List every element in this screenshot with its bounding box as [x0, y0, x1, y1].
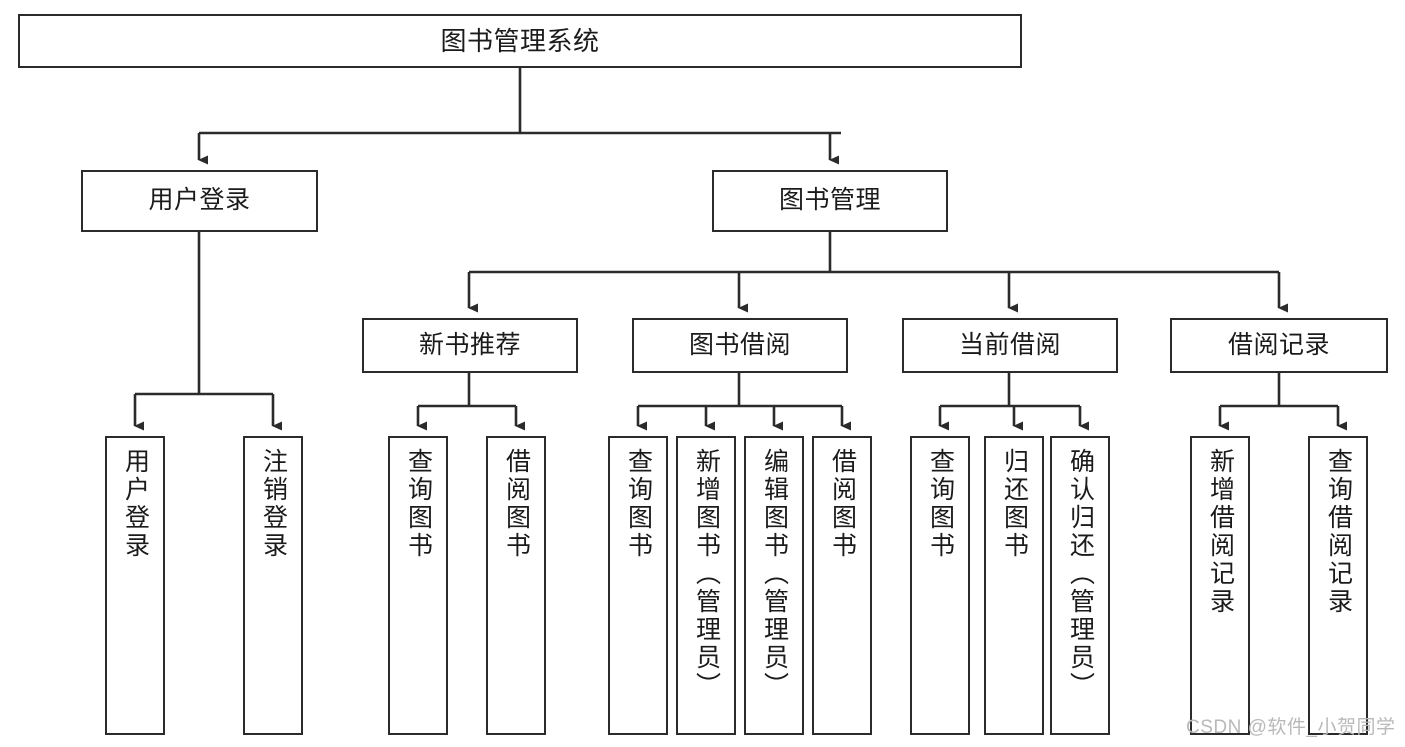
- node-book-borrow-label: 图书借阅: [688, 330, 791, 359]
- node-leaf-query-book-3-label: 查询图书: [926, 448, 955, 560]
- watermark-text: CSDN @软件_小贺同学: [1186, 717, 1396, 738]
- node-leaf-add-book[interactable]: 新增图书（管理员）: [676, 436, 736, 735]
- node-leaf-query-book-1-label: 查询图书: [404, 448, 433, 560]
- node-user-login-label: 用户登录: [148, 186, 251, 215]
- node-leaf-user-login[interactable]: 用户登录: [105, 436, 165, 735]
- node-leaf-return-book-label: 归还图书: [1000, 448, 1029, 560]
- node-leaf-borrow-book-1[interactable]: 借阅图书: [486, 436, 546, 735]
- node-leaf-logout-label: 注销登录: [259, 448, 288, 560]
- node-leaf-query-record-label: 查询借阅记录: [1324, 448, 1353, 616]
- node-leaf-edit-book-label: 编辑图书（管理员）: [760, 448, 789, 700]
- node-leaf-borrow-book-2-label: 借阅图书: [828, 448, 857, 560]
- node-leaf-add-book-label: 新增图书（管理员）: [692, 448, 721, 700]
- node-leaf-user-login-label: 用户登录: [121, 448, 150, 560]
- node-leaf-add-record-label: 新增借阅记录: [1206, 448, 1235, 616]
- node-current-borrow[interactable]: 当前借阅: [902, 318, 1118, 373]
- node-leaf-query-record[interactable]: 查询借阅记录: [1308, 436, 1368, 735]
- node-book-management[interactable]: 图书管理: [712, 170, 948, 232]
- node-leaf-confirm-return[interactable]: 确认归还（管理员）: [1050, 436, 1110, 735]
- node-leaf-return-book[interactable]: 归还图书: [984, 436, 1044, 735]
- node-leaf-add-record[interactable]: 新增借阅记录: [1190, 436, 1250, 735]
- node-leaf-borrow-book-2[interactable]: 借阅图书: [812, 436, 872, 735]
- node-book-management-label: 图书管理: [778, 186, 881, 215]
- node-user-login[interactable]: 用户登录: [81, 170, 318, 232]
- node-root-label: 图书管理系统: [440, 25, 600, 56]
- node-leaf-query-book-2-label: 查询图书: [624, 448, 653, 560]
- node-new-book-recommend-label: 新书推荐: [418, 330, 521, 359]
- node-leaf-logout[interactable]: 注销登录: [243, 436, 303, 735]
- node-leaf-confirm-return-label: 确认归还（管理员）: [1066, 448, 1095, 700]
- node-borrow-record-label: 借阅记录: [1227, 330, 1330, 359]
- node-root[interactable]: 图书管理系统: [18, 14, 1022, 68]
- node-borrow-record[interactable]: 借阅记录: [1170, 318, 1388, 373]
- node-leaf-query-book-2[interactable]: 查询图书: [608, 436, 668, 735]
- node-book-borrow[interactable]: 图书借阅: [632, 318, 848, 373]
- node-leaf-query-book-3[interactable]: 查询图书: [910, 436, 970, 735]
- node-leaf-edit-book[interactable]: 编辑图书（管理员）: [744, 436, 804, 735]
- node-leaf-borrow-book-1-label: 借阅图书: [502, 448, 531, 560]
- node-current-borrow-label: 当前借阅: [958, 330, 1061, 359]
- node-new-book-recommend[interactable]: 新书推荐: [362, 318, 578, 373]
- node-leaf-query-book-1[interactable]: 查询图书: [388, 436, 448, 735]
